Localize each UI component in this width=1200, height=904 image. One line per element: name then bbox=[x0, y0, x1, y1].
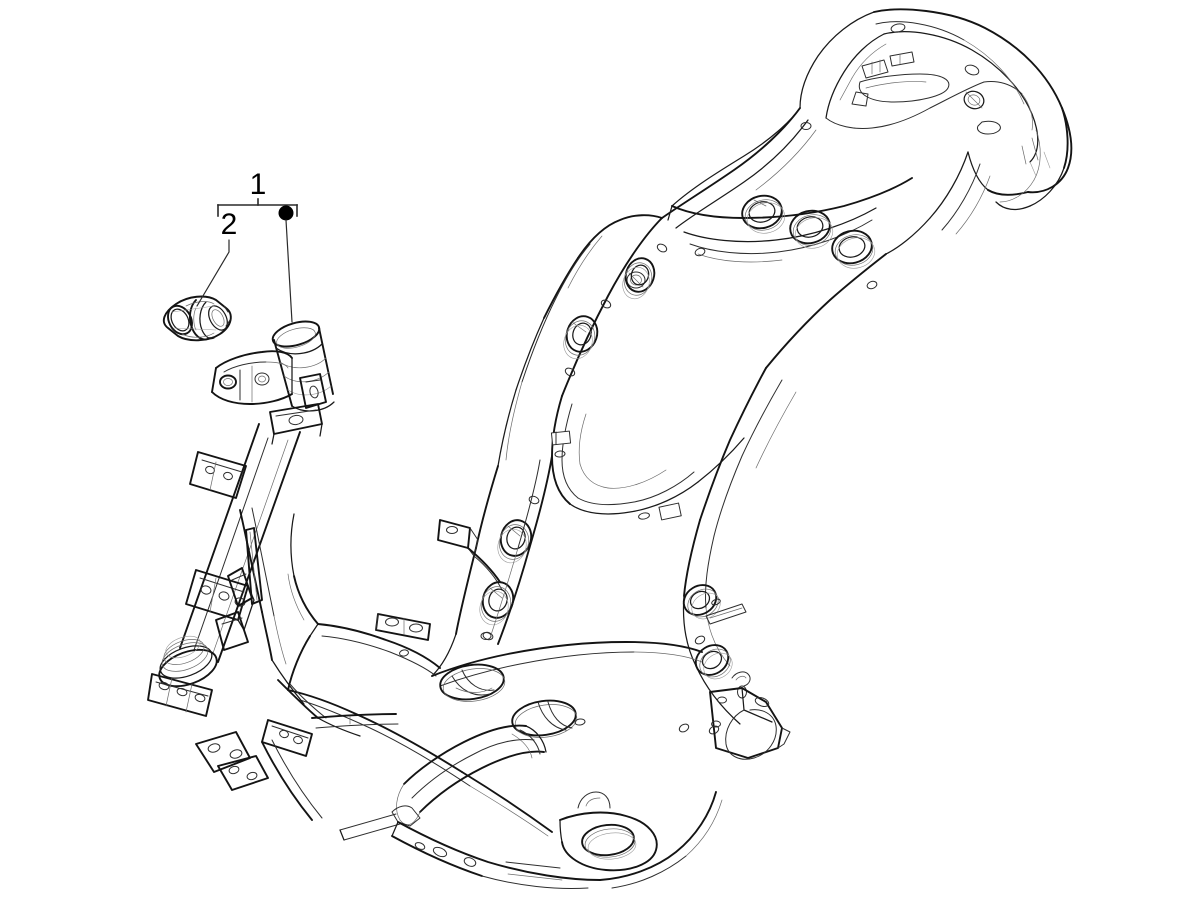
callout-1-marker-dot bbox=[278, 205, 294, 221]
grouping-bracket bbox=[217, 198, 298, 217]
callout-group: 1 2 bbox=[196, 168, 298, 323]
callout-2[interactable]: 2 bbox=[196, 208, 238, 307]
callout-2-leader-line bbox=[196, 239, 230, 307]
callout-1-leader-line bbox=[285, 219, 293, 323]
callout-1-label: 1 bbox=[250, 168, 267, 201]
bushing-sleeve bbox=[162, 295, 232, 342]
footboard-holes bbox=[439, 663, 578, 738]
steering-head-tube-assembly bbox=[147, 320, 399, 821]
frame-hole-group bbox=[741, 194, 876, 269]
callout-2-label: 2 bbox=[221, 208, 238, 241]
callout-1[interactable]: 1 bbox=[250, 168, 294, 323]
main-frame bbox=[195, 8, 1073, 889]
